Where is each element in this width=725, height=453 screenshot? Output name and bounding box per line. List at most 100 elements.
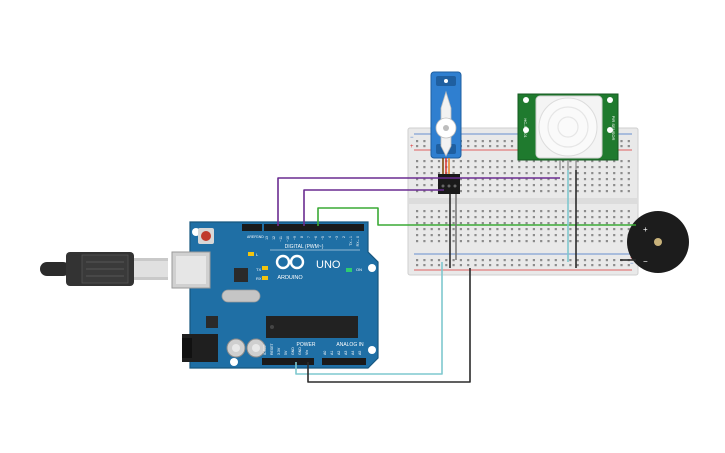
breadboard-hole[interactable] bbox=[605, 216, 608, 219]
breadboard-hole[interactable] bbox=[452, 228, 455, 231]
breadboard-hole[interactable] bbox=[591, 234, 594, 237]
breadboard-hole[interactable] bbox=[547, 172, 550, 175]
breadboard-hole[interactable] bbox=[532, 240, 535, 243]
breadboard-hole[interactable] bbox=[437, 166, 441, 169]
breadboard-hole[interactable] bbox=[518, 166, 521, 169]
breadboard-hole[interactable] bbox=[518, 259, 521, 262]
breadboard-hole[interactable] bbox=[481, 234, 484, 237]
breadboard-hole[interactable] bbox=[489, 178, 492, 181]
breadboard-hole[interactable] bbox=[554, 166, 557, 169]
wire-green-buzzer[interactable] bbox=[317, 207, 636, 226]
breadboard-hole[interactable] bbox=[620, 172, 623, 175]
breadboard-hole[interactable] bbox=[569, 234, 572, 237]
breadboard-hole[interactable] bbox=[437, 160, 441, 163]
breadboard-hole[interactable] bbox=[532, 259, 535, 262]
breadboard-hole[interactable] bbox=[518, 234, 521, 237]
wire-purple-pir-signal[interactable] bbox=[303, 189, 444, 226]
breadboard-hole[interactable] bbox=[430, 240, 433, 243]
breadboard-hole[interactable] bbox=[510, 234, 514, 237]
breadboard-hole[interactable] bbox=[496, 210, 499, 213]
breadboard-hole[interactable] bbox=[540, 259, 543, 262]
breadboard-hole[interactable] bbox=[554, 240, 557, 243]
breadboard-hole[interactable] bbox=[503, 160, 506, 163]
breadboard-hole[interactable] bbox=[489, 222, 492, 225]
breadboard-hole[interactable] bbox=[510, 228, 514, 231]
breadboard-hole[interactable] bbox=[627, 145, 630, 148]
breadboard-hole[interactable] bbox=[598, 210, 601, 213]
breadboard-hole[interactable] bbox=[459, 160, 462, 163]
breadboard-hole[interactable] bbox=[459, 190, 462, 193]
breadboard-hole[interactable] bbox=[489, 210, 492, 213]
breadboard-hole[interactable] bbox=[627, 140, 630, 143]
breadboard-hole[interactable] bbox=[540, 166, 543, 169]
breadboard-hole[interactable] bbox=[532, 222, 535, 225]
breadboard-hole[interactable] bbox=[583, 264, 587, 267]
breadboard-hole[interactable] bbox=[598, 259, 601, 262]
breadboard-hole[interactable] bbox=[423, 190, 426, 193]
breadboard-hole[interactable] bbox=[605, 259, 608, 262]
breadboard-hole[interactable] bbox=[576, 184, 579, 187]
breadboard-hole[interactable] bbox=[423, 228, 426, 231]
breadboard-hole[interactable] bbox=[620, 216, 623, 219]
breadboard-hole[interactable] bbox=[423, 240, 426, 243]
breadboard-hole[interactable] bbox=[503, 172, 506, 175]
breadboard-hole[interactable] bbox=[430, 190, 433, 193]
breadboard[interactable]: − + − + bbox=[407, 127, 639, 276]
breadboard-hole[interactable] bbox=[510, 178, 514, 181]
breadboard-hole[interactable] bbox=[423, 222, 426, 225]
breadboard-hole[interactable] bbox=[562, 264, 565, 267]
breadboard-hole[interactable] bbox=[474, 234, 477, 237]
breadboard-hole[interactable] bbox=[452, 264, 455, 267]
breadboard-hole[interactable] bbox=[620, 234, 623, 237]
breadboard-hole[interactable] bbox=[613, 264, 616, 267]
breadboard-hole[interactable] bbox=[605, 234, 608, 237]
breadboard-hole[interactable] bbox=[613, 259, 616, 262]
breadboard-hole[interactable] bbox=[503, 190, 506, 193]
breadboard-hole[interactable] bbox=[576, 210, 579, 213]
breadboard-hole[interactable] bbox=[430, 259, 433, 262]
breadboard-hole[interactable] bbox=[496, 228, 499, 231]
breadboard-hole[interactable] bbox=[452, 234, 455, 237]
breadboard-hole[interactable] bbox=[503, 178, 506, 181]
breadboard-hole[interactable] bbox=[459, 228, 462, 231]
breadboard-hole[interactable] bbox=[416, 216, 419, 219]
breadboard-hole[interactable] bbox=[576, 259, 579, 262]
breadboard-hole[interactable] bbox=[503, 240, 506, 243]
breadboard-hole[interactable] bbox=[467, 240, 470, 243]
breadboard-hole[interactable] bbox=[627, 166, 630, 169]
breadboard-hole[interactable] bbox=[562, 172, 565, 175]
breadboard-hole[interactable] bbox=[459, 166, 462, 169]
breadboard-hole[interactable] bbox=[510, 259, 514, 262]
breadboard-hole[interactable] bbox=[598, 240, 601, 243]
breadboard-hole[interactable] bbox=[423, 166, 426, 169]
breadboard-hole[interactable] bbox=[583, 184, 587, 187]
breadboard-hole[interactable] bbox=[496, 184, 499, 187]
breadboard-hole[interactable] bbox=[459, 216, 462, 219]
breadboard-hole[interactable] bbox=[583, 172, 587, 175]
breadboard-hole[interactable] bbox=[605, 222, 608, 225]
breadboard-hole[interactable] bbox=[474, 259, 477, 262]
breadboard-hole[interactable] bbox=[562, 184, 565, 187]
breadboard-hole[interactable] bbox=[496, 259, 499, 262]
breadboard-hole[interactable] bbox=[452, 240, 455, 243]
breadboard-hole[interactable] bbox=[540, 222, 543, 225]
breadboard-hole[interactable] bbox=[583, 166, 587, 169]
breadboard-hole[interactable] bbox=[430, 216, 433, 219]
breadboard-hole[interactable] bbox=[416, 178, 419, 181]
breadboard-hole[interactable] bbox=[503, 140, 506, 143]
breadboard-hole[interactable] bbox=[481, 190, 484, 193]
breadboard-hole[interactable] bbox=[576, 178, 579, 181]
breadboard-hole[interactable] bbox=[532, 228, 535, 231]
breadboard-hole[interactable] bbox=[591, 210, 594, 213]
breadboard-hole[interactable] bbox=[591, 172, 594, 175]
breadboard-hole[interactable] bbox=[583, 259, 587, 262]
breadboard-hole[interactable] bbox=[452, 166, 455, 169]
breadboard-hole[interactable] bbox=[496, 166, 499, 169]
breadboard-hole[interactable] bbox=[510, 160, 514, 163]
breadboard-hole[interactable] bbox=[627, 210, 630, 213]
breadboard-hole[interactable] bbox=[613, 172, 616, 175]
breadboard-hole[interactable] bbox=[423, 184, 426, 187]
breadboard-hole[interactable] bbox=[437, 222, 441, 225]
breadboard-hole[interactable] bbox=[445, 264, 448, 267]
